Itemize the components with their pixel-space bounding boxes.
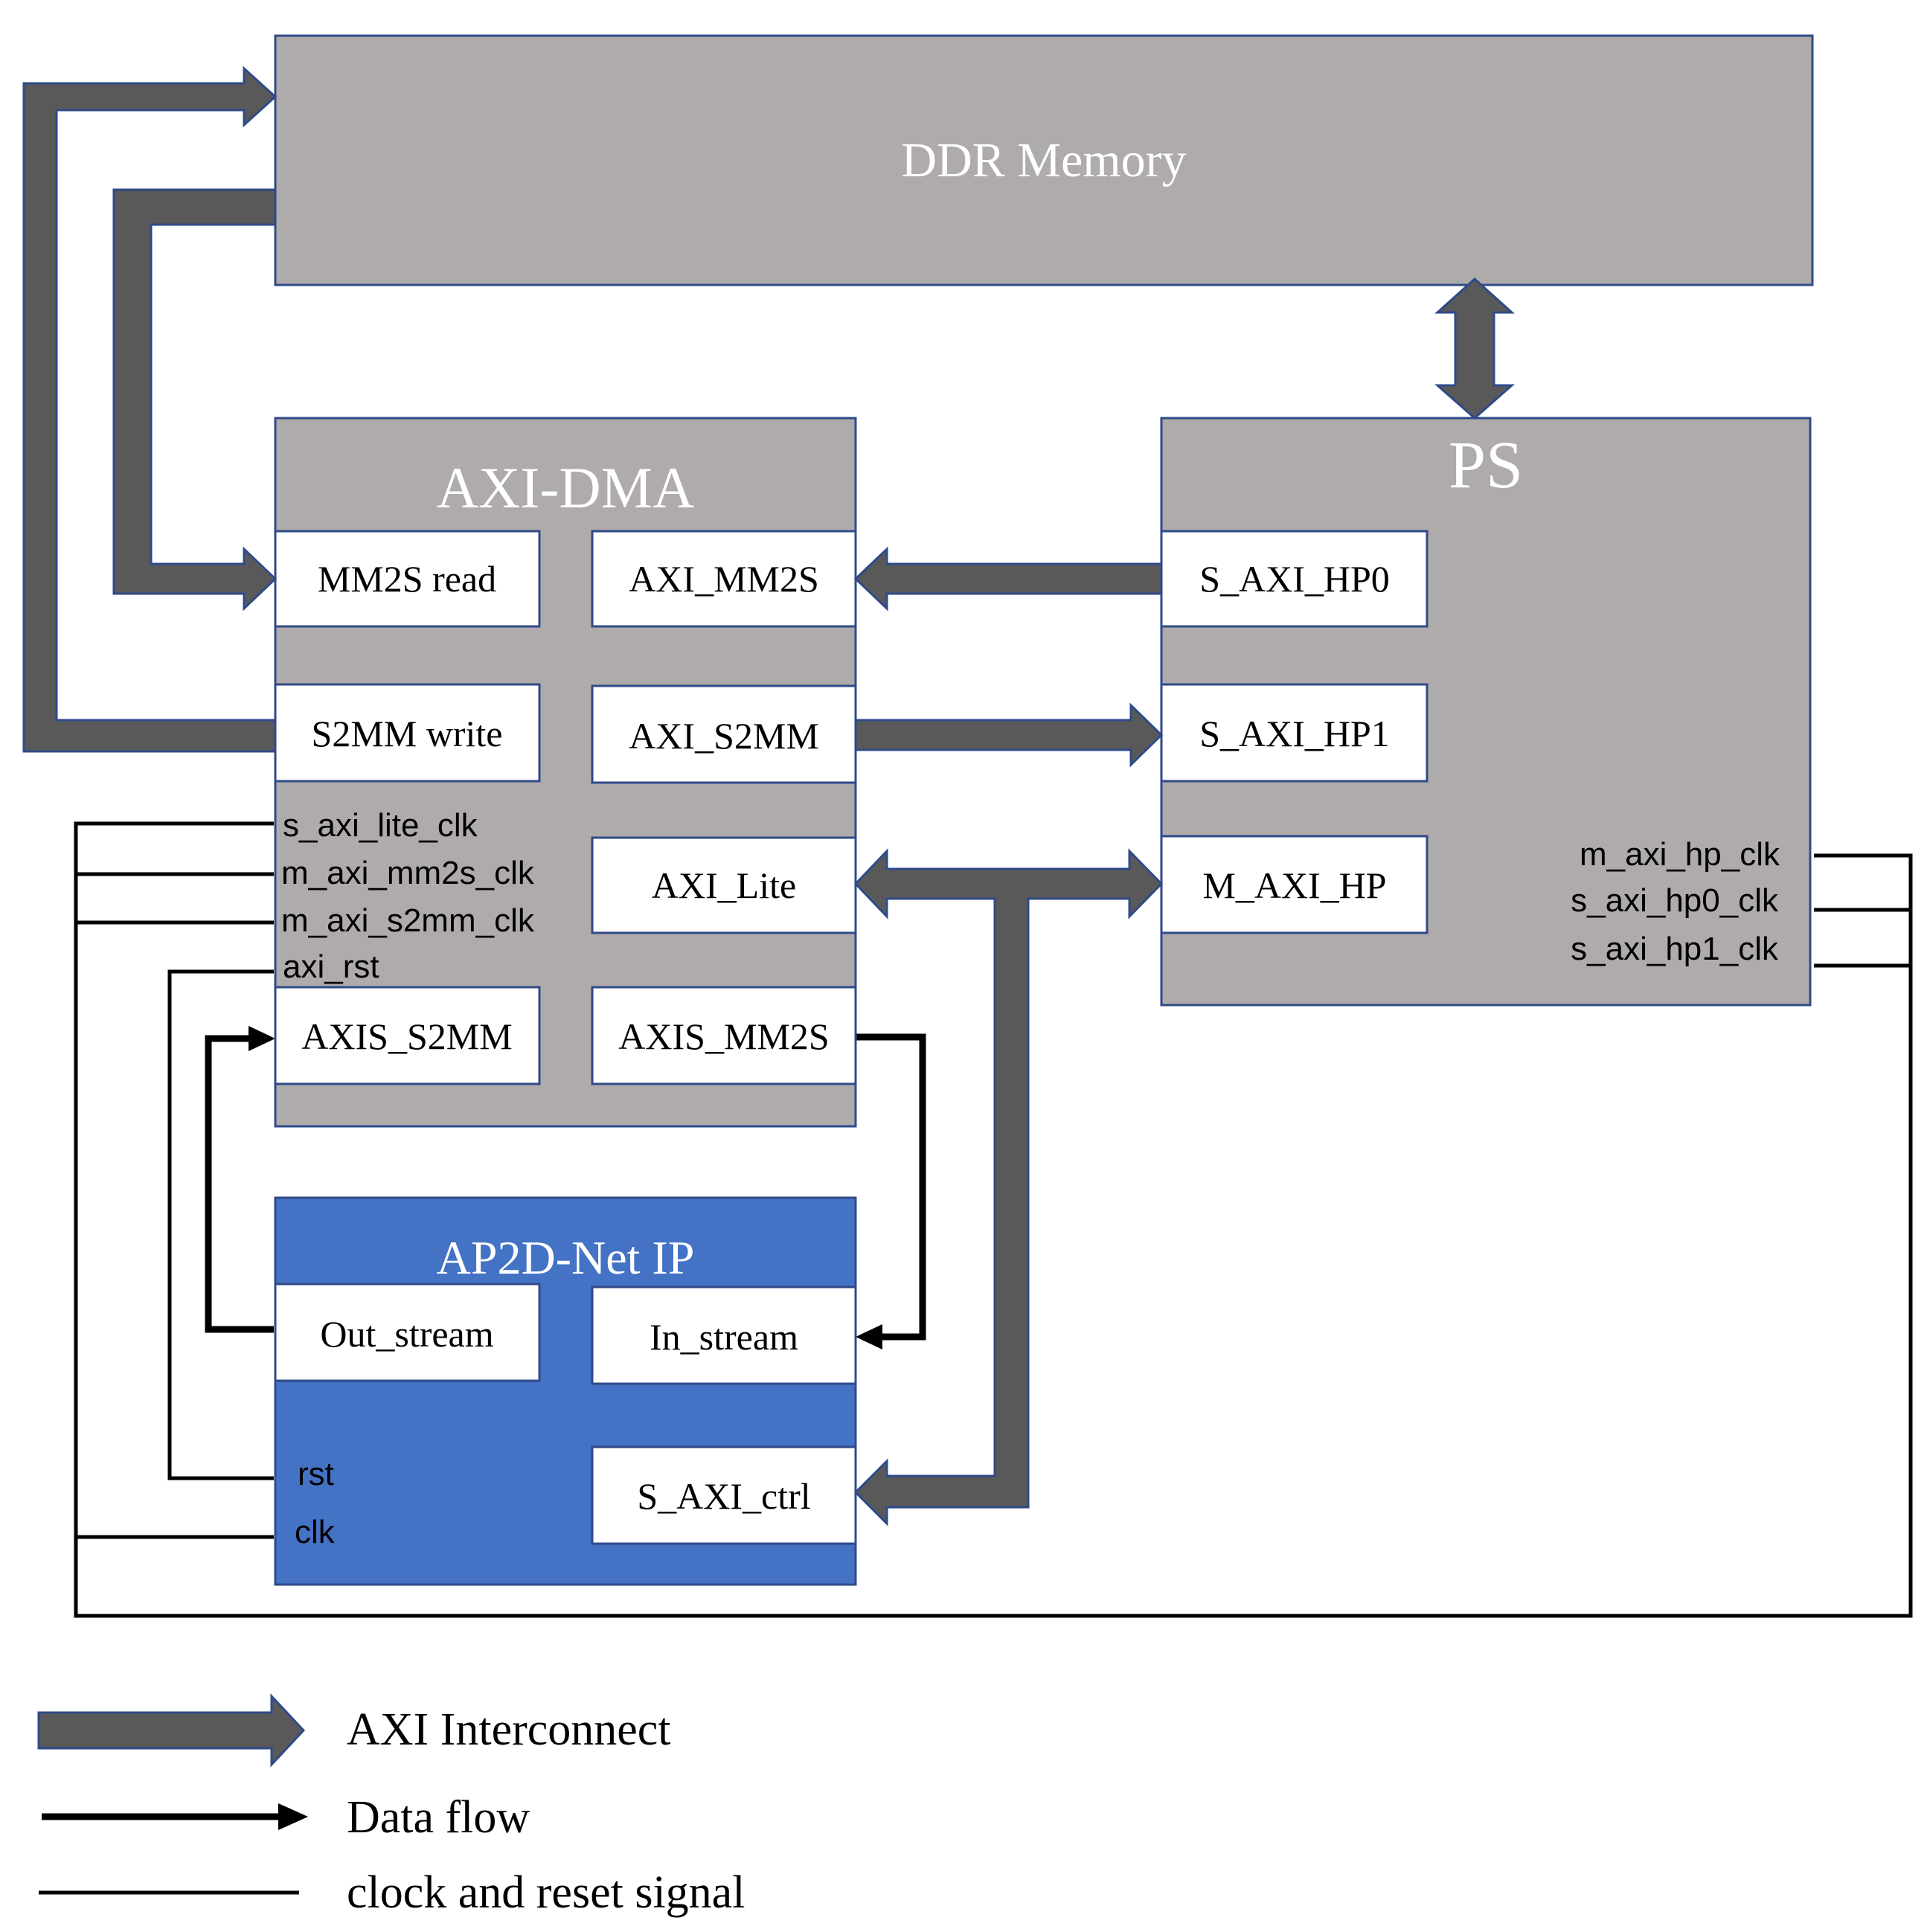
signal-s-axi-hp0-clk: s_axi_hp0_clk [1571,882,1779,919]
legend: AXI Interconnect Data flow clock and res… [37,1693,745,1918]
legend-clock-reset-label: clock and reset signal [347,1867,745,1918]
port-in-stream-label: In_stream [650,1316,798,1358]
signal-clk: clk [295,1514,336,1550]
ap2d-net-ip-label: AP2D-Net IP [437,1231,695,1284]
port-s-axi-hp0: S_AXI_HP0 [1160,530,1429,628]
signal-labels: s_axi_lite_clk m_axi_mm2s_clk m_axi_s2mm… [281,807,1780,1550]
wire-reset [167,969,274,1480]
signal-rst: rst [298,1456,334,1492]
port-axi-lite-label: AXI_Lite [652,864,796,906]
signal-m-axi-s2mm-clk: m_axi_s2mm_clk [281,902,535,939]
port-axi-s2mm-label: AXI_S2MM [629,715,819,757]
legend-data-flow-arrowhead [278,1803,308,1830]
data-flow-arrowhead-axis-s2mm [249,1026,275,1051]
bus-ddr-ps-bidirectional [1434,277,1515,420]
signal-s-axi-hp1-clk: s_axi_hp1_clk [1571,931,1779,967]
bus-s2mm-write-to-ddr-path [22,65,278,753]
legend-data-flow-label: Data flow [347,1792,530,1843]
port-in-stream: In_stream [591,1286,857,1385]
port-axi-mm2s: AXI_MM2S [591,530,857,628]
port-axi-lite: AXI_Lite [591,836,857,934]
bus-hp0-to-axi-mm2s [853,546,1163,612]
clock-reset-wires [74,821,1913,1618]
data-flow-arrowhead-in-stream [856,1324,882,1349]
ps-label: PS [1449,429,1523,502]
legend-axi-interconnect-icon [37,1693,306,1768]
port-axis-s2mm: AXIS_S2MM [274,986,541,1085]
signal-axi-rst: axi_rst [283,949,379,985]
port-axis-mm2s-label: AXIS_MM2S [618,1015,829,1057]
port-s2mm-write-label: S2MM write [312,713,503,754]
port-out-stream: Out_stream [274,1283,541,1382]
port-s-axi-hp1-label: S_AXI_HP1 [1199,713,1390,754]
signal-m-axi-hp-clk: m_axi_hp_clk [1580,836,1780,873]
axi-dma-label: AXI-DMA [437,455,695,520]
port-s-axi-hp0-label: S_AXI_HP0 [1199,558,1390,600]
port-mm2s-read: MM2S read [274,530,541,628]
bus-ddr-to-mm2s-read-path [112,188,278,612]
clock-bus-loop [74,821,1913,1618]
port-axis-s2mm-label: AXIS_S2MM [301,1015,512,1057]
port-axi-s2mm: AXI_S2MM [591,684,857,784]
legend-axi-interconnect-label: AXI Interconnect [347,1704,671,1755]
data-flow-axis-mm2s-to-in-stream [856,1033,926,1341]
axi-bus-arrows [22,65,1515,1527]
port-m-axi-hp-label: M_AXI_HP [1202,864,1386,906]
port-axis-mm2s: AXIS_MM2S [591,986,857,1085]
data-flow-wires [205,1033,926,1341]
data-flow-out-stream-to-axis-s2mm [205,1035,274,1333]
port-mm2s-read-label: MM2S read [318,558,496,600]
bus-axi-s2mm-to-hp1 [854,702,1164,768]
port-out-stream-label: Out_stream [320,1313,493,1355]
ddr-memory-label: DDR Memory [901,133,1186,187]
bus-m-axi-hp-to-axi-lite-and-ctrl [853,848,1164,1527]
port-s-axi-ctrl: S_AXI_ctrl [591,1445,857,1545]
port-axi-mm2s-label: AXI_MM2S [629,558,819,600]
signal-s-axi-lite-clk: s_axi_lite_clk [283,807,478,844]
signal-m-axi-mm2s-clk: m_axi_mm2s_clk [281,855,535,891]
port-s-axi-hp1: S_AXI_HP1 [1160,683,1429,783]
ddr-memory-block: DDR Memory [274,34,1814,286]
port-m-axi-hp: M_AXI_HP [1160,835,1429,934]
port-s2mm-write: S2MM write [274,683,541,783]
port-s-axi-ctrl-label: S_AXI_ctrl [637,1475,810,1517]
